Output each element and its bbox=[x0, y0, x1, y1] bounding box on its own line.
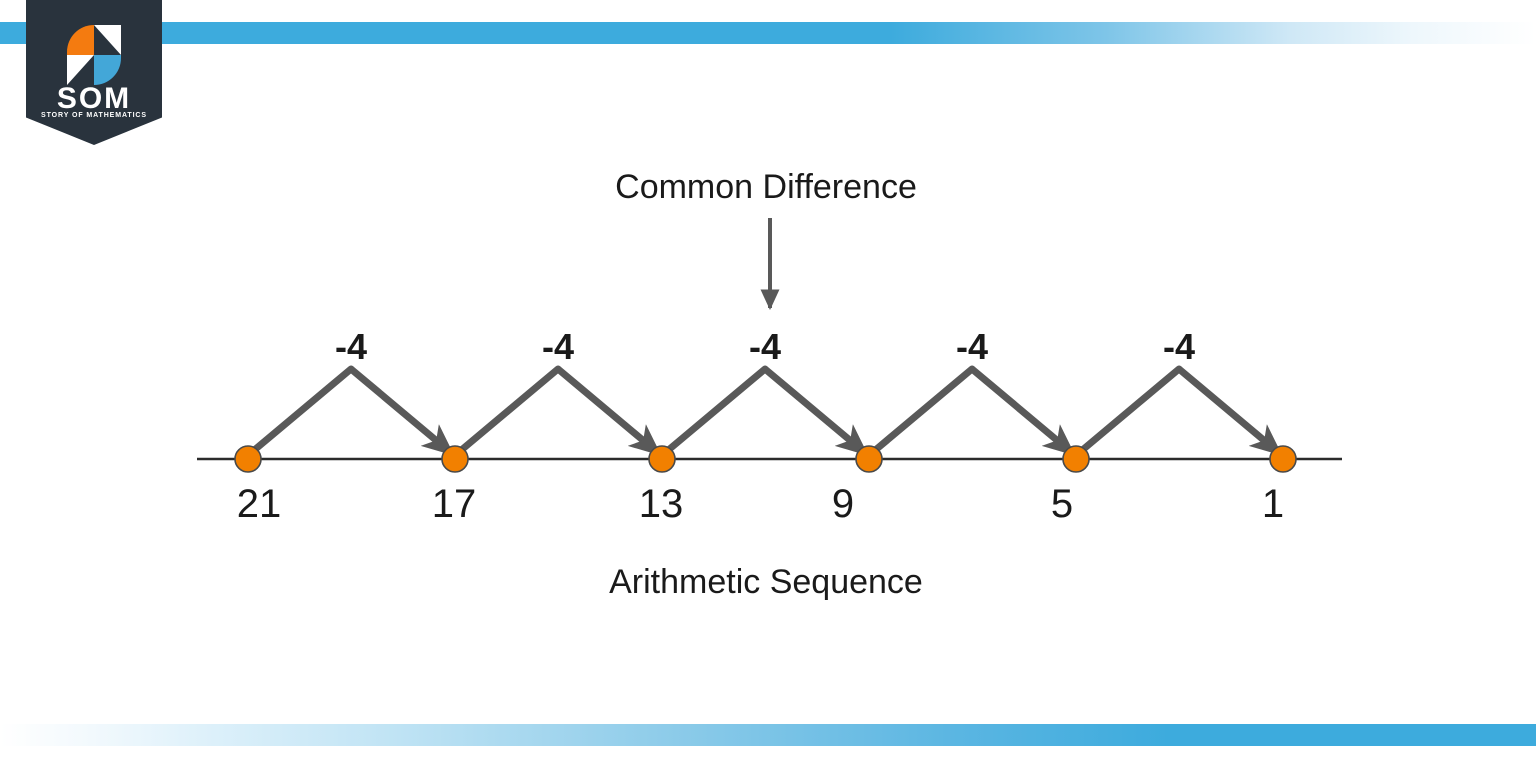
term-dot bbox=[648, 445, 676, 473]
step-arrow-1 bbox=[248, 365, 455, 456]
step-label-2: -4 bbox=[541, 326, 575, 367]
logo-tagline: STORY OF MATHEMATICS bbox=[41, 112, 147, 119]
step-arrow-5 bbox=[1076, 365, 1283, 456]
common-difference-callout-label: Common Difference bbox=[615, 168, 917, 206]
term-label-4: 9 bbox=[831, 482, 855, 526]
term-label-3: 13 bbox=[638, 482, 684, 526]
term-label-2: 17 bbox=[431, 482, 477, 526]
term-dot bbox=[855, 445, 883, 473]
bottom-accent-bar bbox=[0, 724, 1536, 746]
som-s-mark-icon bbox=[67, 25, 121, 85]
term-label-6: 1 bbox=[1261, 482, 1285, 526]
step-arrow-4 bbox=[869, 365, 1076, 456]
som-logo-badge: SOM STORY OF MATHEMATICS bbox=[26, 0, 162, 145]
term-dot bbox=[234, 445, 262, 473]
term-dot bbox=[1062, 445, 1090, 473]
step-arrows-group bbox=[248, 365, 1283, 456]
step-label-4: -4 bbox=[955, 326, 989, 367]
sequence-terms-dots bbox=[234, 445, 1297, 473]
term-dot bbox=[1269, 445, 1297, 473]
step-label-1: -4 bbox=[334, 326, 368, 367]
term-dot bbox=[441, 445, 469, 473]
logo-wordmark: SOM bbox=[56, 82, 132, 115]
step-arrow-3 bbox=[662, 365, 869, 456]
term-label-1: 21 bbox=[236, 482, 282, 526]
diagram-caption: Arithmetic Sequence bbox=[609, 563, 923, 601]
step-arrow-2 bbox=[455, 365, 662, 456]
top-accent-bar bbox=[0, 22, 1536, 44]
term-label-5: 5 bbox=[1050, 482, 1074, 526]
step-label-3: -4 bbox=[748, 326, 782, 367]
step-label-5: -4 bbox=[1162, 326, 1196, 367]
